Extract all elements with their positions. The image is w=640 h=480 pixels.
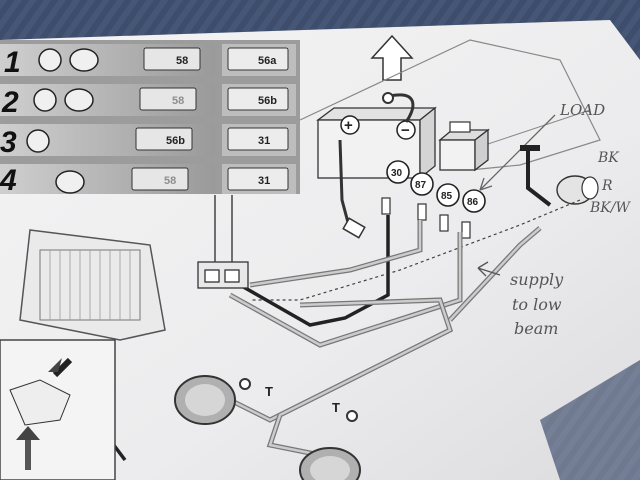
detail-inset (0, 339, 116, 480)
fog-lamp-left (174, 375, 236, 425)
fabric-fold (540, 360, 640, 480)
high-beam-icon (26, 129, 50, 153)
dotted-wire (250, 199, 581, 301)
relay-pin-86: 86 (467, 197, 479, 208)
aux-headlamp (19, 229, 166, 341)
mid-code-1: 58 (176, 55, 188, 67)
mid-code-4: 58 (164, 175, 176, 187)
fog-lamp-icon (55, 170, 85, 194)
harness-connector-block (197, 261, 249, 289)
headlamp-connector (520, 145, 599, 207)
fog-lamp-icon (64, 88, 94, 112)
mid-code-2: 58 (172, 95, 184, 107)
right-code-3: 31 (258, 135, 270, 147)
handwritten-to-low: to low (512, 295, 562, 314)
battery-positive-cable (338, 139, 352, 231)
relay (438, 121, 490, 172)
row-number-3: 3 (0, 126, 17, 159)
ground-ring-terminal (239, 378, 251, 390)
handwritten-bk: BK (597, 150, 620, 166)
handwritten-r: R (601, 178, 613, 194)
mid-code-3: 56b (166, 135, 185, 147)
handwritten-load: LOAD (559, 101, 605, 119)
relay-pin-85: 85 (441, 191, 453, 202)
right-code-1: 56a (258, 55, 277, 67)
row-number-1: 1 (4, 46, 21, 79)
mid-code-boxes (131, 47, 201, 191)
ground-cable (389, 93, 415, 123)
right-code-2: 56b (258, 95, 277, 107)
arrow-up-icon (16, 426, 40, 440)
handwritten-supply: supply (510, 270, 564, 289)
battery-minus-label: − (401, 122, 410, 139)
relay-pin-87: 87 (415, 180, 427, 191)
row-number-2: 2 (1, 86, 19, 119)
relay-pin-circles (386, 160, 486, 213)
ground-symbol-right: T (332, 400, 340, 415)
battery-plus-label: + (344, 117, 353, 134)
ground-ring-terminal (346, 410, 358, 422)
high-beam-icon (33, 88, 57, 112)
handwritten-beam: beam (514, 319, 558, 338)
row-number-4: 4 (0, 164, 17, 197)
fog-lamp-right (299, 447, 361, 480)
right-code-4: 31 (258, 175, 270, 187)
high-beam-icon (38, 48, 62, 72)
load-arrow (479, 114, 556, 191)
spade-connectors (381, 197, 471, 239)
arrow-down-icon (48, 358, 62, 372)
battery-plus-terminal (340, 115, 360, 135)
handwritten-bk-w: BK/W (589, 200, 631, 216)
up-arrow-icon (370, 34, 414, 81)
supply-arrow (477, 261, 501, 277)
ground-symbol-left: T (265, 384, 273, 399)
lamp-icons (26, 48, 99, 194)
inline-fuse (342, 217, 366, 239)
fog-lamp-icon (69, 48, 99, 72)
right-code-boxes (227, 47, 289, 191)
car-hood-outline (299, 39, 601, 171)
relay-pin-30: 30 (391, 168, 403, 179)
battery (316, 106, 437, 180)
